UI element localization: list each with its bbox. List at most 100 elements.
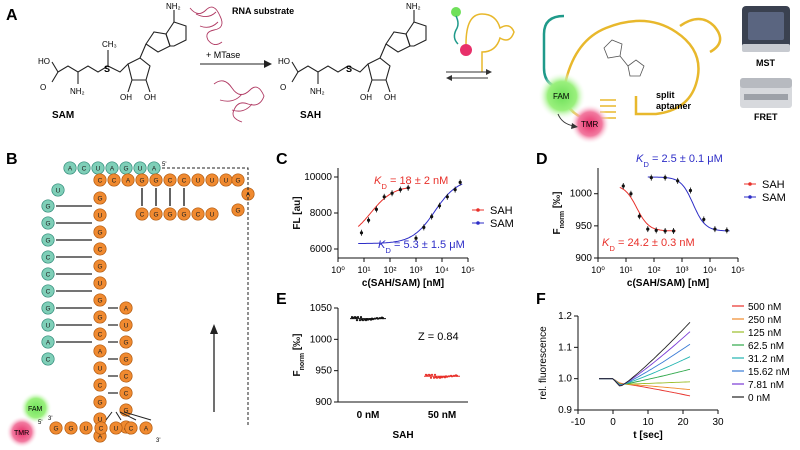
replicate-0-1 [355,319,359,322]
replicate-1-21 [433,373,437,376]
teal-nt-12-label: C [46,272,51,279]
sah-label: SAH [300,110,321,121]
legend-label-1: SAM [762,192,786,204]
top-nt-6-label: C [182,178,187,185]
left-nt-9-circle [93,344,107,358]
fit-sah [357,187,411,227]
teal-nt-1-label: U [138,166,143,173]
sah-molecule [291,10,427,93]
left-nt-6-circle [93,293,107,307]
replicate-0-14 [356,316,360,319]
hairpin-nt-4-circle [191,207,205,221]
x-tick-label-2: 10² [647,265,660,275]
reaction-arrowhead [264,60,272,68]
x-tick-label-4: 10⁴ [703,265,717,275]
top-nt-1-label: C [112,178,117,185]
split-aptamer-large: FAM TMR [538,14,722,144]
replicate-0-12 [378,317,382,320]
left-nt-14-label: A [98,434,103,441]
sam-oh-label-2: OH [144,93,156,102]
panel-label-b: B [6,151,18,168]
tmr-nt-4-circle [109,421,123,435]
sah-o-label: O [280,83,286,92]
legend-label-2: 125 nM [748,328,781,339]
replicate-0-20 [354,316,358,319]
teal-nt-7-label: U [56,188,61,195]
teal-nt-6-label: A [68,166,73,173]
x-tick-label-1: 0 [610,417,616,428]
cleavage-arrowhead [210,324,218,334]
fret-label: FRET [754,112,778,122]
inner-nt-1-circle [119,318,133,332]
top-nt-4-circle [149,173,163,187]
hairpin-nt-5-circle [205,207,219,221]
loop-nt-0-circle [231,173,245,187]
five-prime-top: 5' [162,162,166,168]
x-axis-label: t [sec] [633,430,662,441]
three-prime-bottom: 3' [156,438,160,444]
left-nt-6-label: G [97,298,102,305]
top-nt-5-circle [163,173,177,187]
panel-label-c: C [276,151,288,168]
annotation-kd-0: KD = 2.5 ± 0.1 μM [636,153,723,169]
legend-label-6: 7.81 nM [748,380,784,391]
legend-label-1: 250 nM [748,315,781,326]
legend-label-0: SAH [490,205,513,217]
sam-o-label: O [40,83,46,92]
teal-nt-13-label: C [46,289,51,296]
inner-nt-6-label: G [123,408,128,415]
y-axis-label: Fnorm [‰] [292,333,306,376]
top-nt-5-label: C [168,178,173,185]
left-nt-11-circle [93,378,107,392]
teal-nt-13-circle [41,284,55,298]
sah-oh-label-1: OH [360,93,372,102]
fam-glow-b [20,392,52,424]
replicate-0-22 [364,319,368,322]
replicate-0-16 [366,318,370,321]
pair-bar-tmr-1 [115,411,122,421]
sam-oh-label-1: OH [120,93,132,102]
hairpin-nt-1-label: G [153,212,158,219]
split-aptamer-label-line2: aptamer [656,101,692,111]
teal-nt-0-label: A [152,166,157,173]
replicate-1-12 [452,374,456,377]
legend-label-5: 15.62 nM [748,367,790,378]
sah-oh-label-2: OH [384,93,396,102]
pair-bar-tmr-3 [123,411,152,421]
teal-nt-16-label: A [46,340,51,347]
left-nt-11-label: C [98,383,103,390]
sam-nh2-label: NH₂ [70,87,85,96]
left-nt-12-circle [93,395,107,409]
inner-nt-1-label: U [124,323,129,330]
x-tick-label-0: -10 [571,417,586,428]
top-nt-8-circle [205,173,219,187]
tmr-nt-5-circle [124,421,138,435]
panel-label-e: E [276,291,287,308]
left-nt-0-label: G [97,196,102,203]
sah-ho-label: HO [278,57,290,66]
teal-nt-9-label: G [45,221,50,228]
trace-2 [599,378,691,385]
x-tick-label-4: 10⁴ [435,265,449,275]
teal-nt-8-circle [41,199,55,213]
tmr-nt-0-circle [49,421,63,435]
hairpin-nt-2-circle [163,207,177,221]
top-nt-3-circle [135,173,149,187]
teal-nt-17-label: C [46,357,51,364]
legend-marker-0 [476,208,480,212]
hairpin-nt-4-label: C [196,212,201,219]
y-tick-label-3: 1.2 [558,311,572,322]
panel-label-d: D [536,151,548,168]
y-tick-label-3: 1050 [310,303,333,314]
teal-nt-16-circle [41,335,55,349]
inner-nt-0-circle [119,301,133,315]
left-nt-10-circle [93,361,107,375]
teal-nt-14-label: G [45,306,50,313]
hairpin-nt-5-label: U [210,212,215,219]
replicate-0-15 [361,319,365,322]
